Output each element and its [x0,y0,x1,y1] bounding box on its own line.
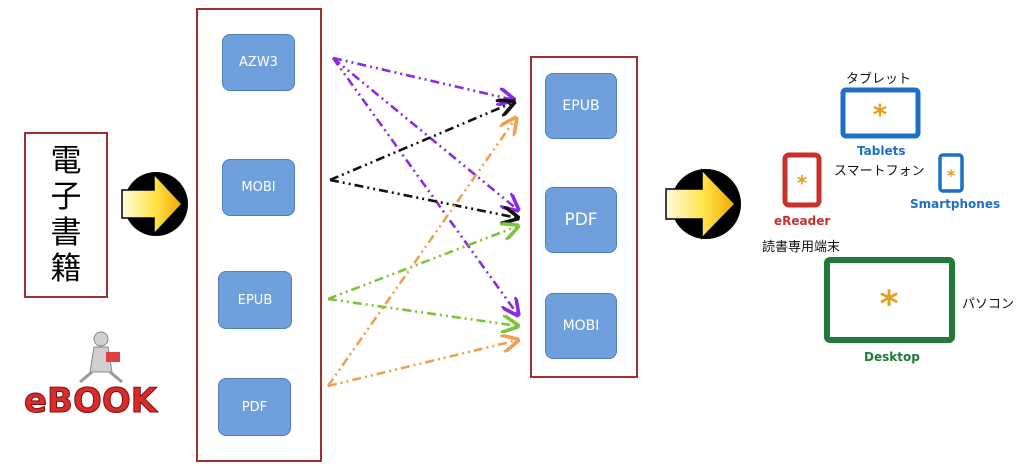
input-node-mobi: MOBI [222,159,295,216]
connectors-azw3 [331,56,518,315]
svg-text:*: * [797,171,808,195]
tablet-icon: * [840,87,921,139]
input-node-pdf: PDF [218,378,291,436]
input-node-azw3: AZW3 [222,34,295,91]
connectors-epub [327,226,518,326]
connectors-mobi [329,102,518,218]
arrow-right-icon [121,172,188,236]
title-char-3: 書 [50,215,82,251]
smartphone-label: スマートフォン [834,164,925,179]
desktop-en-label: Desktop [864,350,920,364]
title-char-4: 籍 [50,251,82,287]
ereader-en-label: eReader [774,214,831,228]
smartphone-icon: * [938,153,964,193]
svg-text:*: * [873,98,888,131]
input-formats-frame [196,8,322,462]
desktop-icon: * [824,257,955,343]
output-formats-frame [530,56,638,378]
ebook-title-box: 電 子 書 籍 [24,132,108,298]
svg-text:*: * [947,166,956,185]
ereader-icon: * [782,152,822,208]
connectors-pdf [326,118,518,388]
title-char-2: 子 [50,179,82,215]
smartphone-en-label: Smartphones [910,197,1001,211]
ebook-logo: eBOOK [24,381,159,421]
desktop-label: パソコン [962,297,1015,312]
svg-text:*: * [880,284,899,325]
title-char-1: 電 [50,143,82,179]
input-node-epub: EPUB [218,271,292,329]
output-node-pdf: PDF [545,187,617,253]
output-node-mobi: MOBI [545,293,617,359]
arrow-right-icon [665,168,741,240]
tablet-en-label: Tablets [857,144,906,158]
reading-person-icon [79,331,123,384]
tablet-label: タブレット [846,72,912,87]
ereader-label: 読書専用端末 [762,240,841,255]
output-node-epub: EPUB [545,73,617,139]
